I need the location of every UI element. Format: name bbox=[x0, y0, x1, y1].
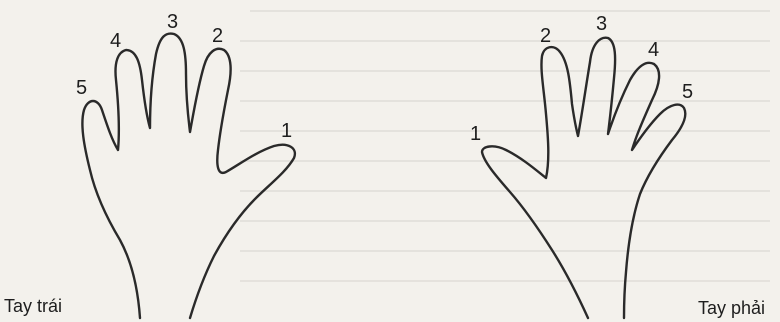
right-hand-caption: Tay phải bbox=[698, 298, 765, 318]
right-finger-number-2: 2 bbox=[540, 25, 551, 47]
left-finger-number-4: 4 bbox=[110, 30, 121, 52]
right-finger-number-3: 3 bbox=[596, 13, 607, 35]
left-finger-number-1: 1 bbox=[281, 120, 292, 142]
right-finger-number-4: 4 bbox=[648, 39, 659, 61]
left-finger-number-3: 3 bbox=[167, 11, 178, 33]
left-finger-number-5: 5 bbox=[76, 77, 87, 99]
left-finger-number-2: 2 bbox=[212, 25, 223, 47]
left-hand-caption: Tay trái bbox=[4, 296, 62, 316]
right-finger-number-1: 1 bbox=[470, 123, 481, 145]
right-finger-number-5: 5 bbox=[682, 81, 693, 103]
